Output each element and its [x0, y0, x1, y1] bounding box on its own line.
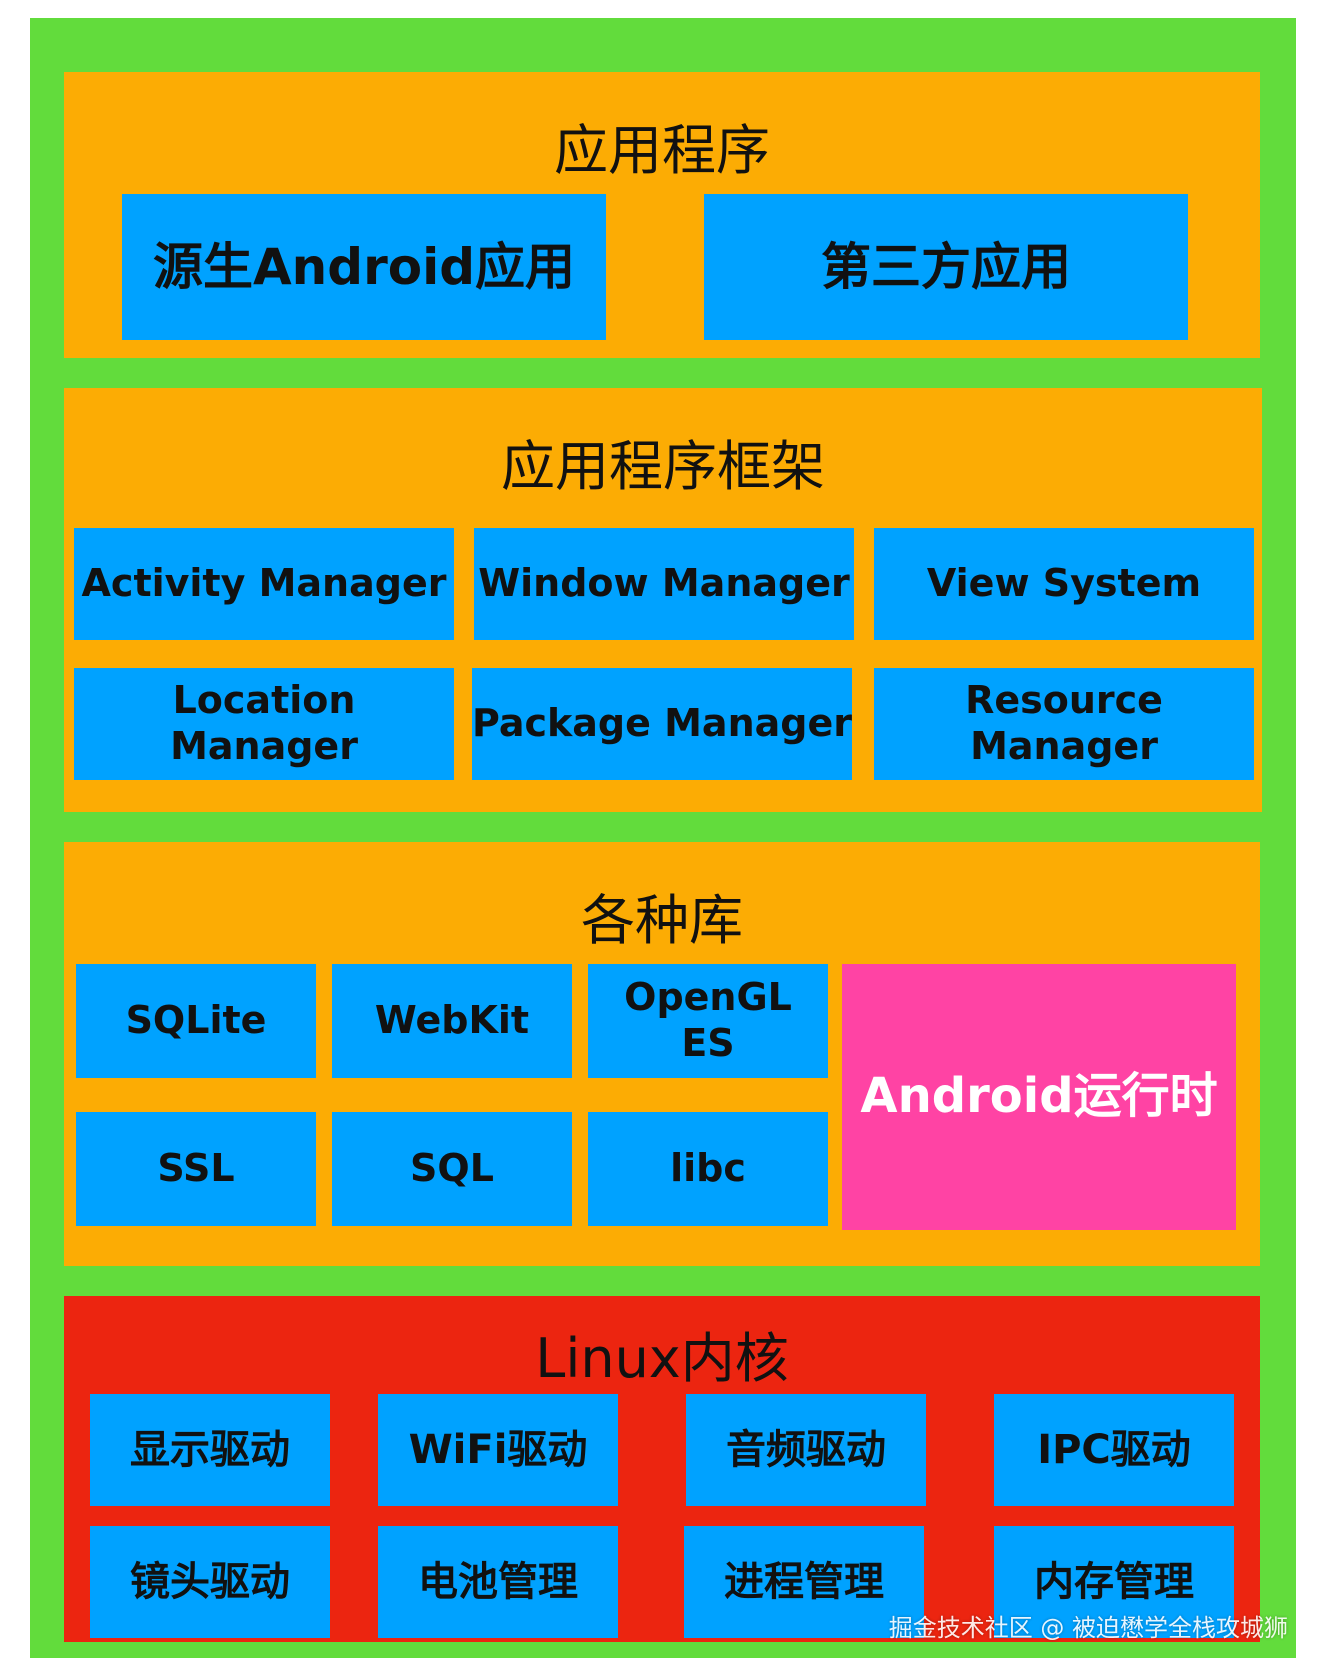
process-management-box: 进程管理	[684, 1526, 924, 1638]
opengl-es-box: OpenGL ES	[588, 964, 828, 1078]
resource-manager-box: Resource Manager	[874, 668, 1254, 780]
libc-box: libc	[588, 1112, 828, 1226]
camera-driver-box: 镜头驱动	[90, 1526, 330, 1638]
framework-title: 应用程序框架	[501, 435, 825, 498]
memory-management-box: 内存管理	[994, 1526, 1234, 1638]
wifi-driver-box: WiFi驱动	[378, 1394, 618, 1506]
applications-layer: 应用程序 源生Android应用 第三方应用	[64, 72, 1260, 358]
libraries-title: 各种库	[581, 889, 743, 952]
applications-title: 应用程序	[554, 119, 770, 182]
watermark: 掘金技术社区 @ 被迫懋学全栈攻城狮	[888, 1614, 1288, 1642]
sqlite-box: SQLite	[76, 964, 316, 1078]
kernel-layer: Linux内核 显示驱动 WiFi驱动 音频驱动 IPC驱动 镜头驱动 电池管理…	[64, 1296, 1260, 1642]
audio-driver-box: 音频驱动	[686, 1394, 926, 1506]
third-party-apps-box: 第三方应用	[704, 194, 1188, 340]
window-manager-box: Window Manager	[474, 528, 854, 640]
display-driver-box: 显示驱动	[90, 1394, 330, 1506]
kernel-title: Linux内核	[535, 1327, 789, 1390]
battery-management-box: 电池管理	[378, 1526, 618, 1638]
libraries-layer: 各种库 SQLite WebKit OpenGL ES SSL SQL libc…	[64, 842, 1260, 1266]
view-system-box: View System	[874, 528, 1254, 640]
webkit-box: WebKit	[332, 964, 572, 1078]
ssl-box: SSL	[76, 1112, 316, 1226]
native-android-apps-box: 源生Android应用	[122, 194, 606, 340]
ipc-driver-box: IPC驱动	[994, 1394, 1234, 1506]
android-runtime-box: Android运行时	[842, 964, 1236, 1230]
location-manager-box: Location Manager	[74, 668, 454, 780]
activity-manager-box: Activity Manager	[74, 528, 454, 640]
package-manager-box: Package Manager	[472, 668, 852, 780]
sql-box: SQL	[332, 1112, 572, 1226]
framework-layer: 应用程序框架 Activity Manager Window Manager V…	[64, 388, 1262, 812]
